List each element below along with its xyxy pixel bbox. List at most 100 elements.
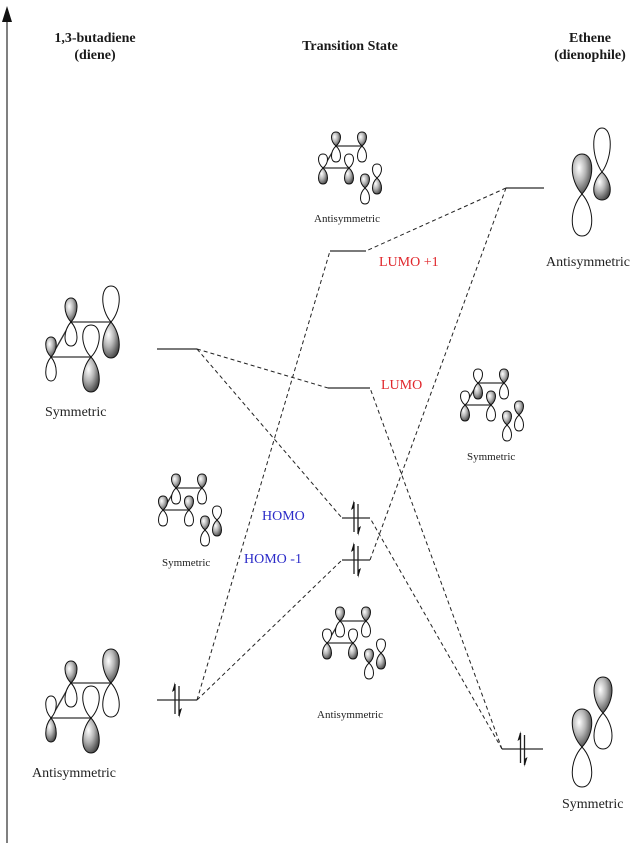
ts-header: Transition State xyxy=(290,38,410,55)
spin-down-arrowhead-icon xyxy=(358,526,361,536)
shaded-lobe xyxy=(318,167,328,185)
open-lobe xyxy=(571,193,593,237)
correlation-line-ethene-upper-to-lumo-plus-1 xyxy=(365,187,507,252)
open-lobe xyxy=(331,145,341,163)
open-lobe xyxy=(372,163,382,179)
open-lobe xyxy=(102,682,120,718)
shaded-lobe xyxy=(571,708,593,748)
ethene-lower-orbital-picture xyxy=(571,676,613,788)
ts-header-name: Transition State xyxy=(302,39,398,54)
diene-header-name: 1,3-butadiene xyxy=(54,31,136,46)
open-lobe xyxy=(184,509,194,527)
open-lobe xyxy=(357,145,367,163)
open-lobe xyxy=(82,324,100,358)
shaded-lobe xyxy=(593,676,613,714)
diene-lower-orbital-picture xyxy=(45,648,120,754)
open-lobe xyxy=(212,505,222,521)
lumo-plus-1-orbital-picture xyxy=(318,131,382,205)
shaded-lobe xyxy=(102,321,120,359)
diene-lower-electron-pair-icon xyxy=(172,682,182,718)
homo-minus-1-label: HOMO -1 xyxy=(244,552,302,567)
lumo-label: LUMO xyxy=(381,378,423,393)
ethene-upper-symmetry-label: Antisymmetric xyxy=(546,255,630,270)
shaded-lobe xyxy=(212,519,222,537)
ethene-upper-orbital-picture xyxy=(571,127,611,237)
shaded-lobe xyxy=(499,368,509,384)
diene-lower-symmetry-label: Antisymmetric xyxy=(32,766,116,781)
open-lobe xyxy=(197,487,207,505)
shaded-lobe xyxy=(571,153,593,195)
open-lobe xyxy=(514,414,524,432)
shaded-lobe xyxy=(82,356,100,393)
shaded-lobe xyxy=(322,642,332,660)
open-lobe xyxy=(318,153,328,169)
shaded-lobe xyxy=(502,410,512,426)
open-lobe xyxy=(376,638,386,654)
diene-upper-orbital-picture xyxy=(45,285,120,393)
spin-up-arrowhead-icon xyxy=(517,731,521,741)
spin-up-arrowhead-icon xyxy=(172,682,175,692)
open-lobe xyxy=(344,153,354,169)
shaded-lobe xyxy=(45,336,57,358)
homo-minus-1-orbital-picture xyxy=(322,606,386,680)
open-lobe xyxy=(364,662,374,680)
spin-up-arrowhead-icon xyxy=(351,542,354,552)
shaded-lobe xyxy=(184,495,194,511)
open-lobe xyxy=(499,382,509,400)
shaded-lobe xyxy=(45,717,57,743)
open-lobe xyxy=(360,187,370,205)
homo-label: HOMO xyxy=(262,509,305,524)
open-lobe xyxy=(593,127,611,173)
open-lobe xyxy=(200,529,210,547)
shaded-lobe xyxy=(344,167,354,185)
lumo-plus-1-symmetry-label: Antisymmetric xyxy=(314,213,380,225)
open-lobe xyxy=(335,620,345,638)
open-lobe xyxy=(322,628,332,644)
correlation-line-ethene-lower-to-lumo xyxy=(369,387,503,750)
open-lobe xyxy=(64,682,78,708)
open-lobe xyxy=(486,404,496,422)
diene-header-role: (diene) xyxy=(74,48,116,63)
open-lobe xyxy=(502,424,512,442)
dienophile-header: Ethene (dienophile) xyxy=(540,30,640,64)
correlation-line-diene-upper-to-lumo xyxy=(196,348,329,389)
shaded-lobe xyxy=(158,495,168,511)
open-lobe xyxy=(45,695,57,719)
lumo-symmetry-label: Symmetric xyxy=(467,451,516,463)
homo-orbital-picture xyxy=(158,473,222,547)
dienophile-header-role: (dienophile) xyxy=(554,48,626,63)
diene-upper-symmetry-label: Symmetric xyxy=(45,405,107,420)
spin-down-arrowhead-icon xyxy=(179,708,182,718)
ethene-lower-symmetry-label: Symmetric xyxy=(562,797,624,812)
correlation-line-diene-upper-to-homo xyxy=(196,348,343,519)
correlation-line-ethene-upper-to-homo-minus-1 xyxy=(369,187,507,561)
homo-minus-1-electron-pair-icon xyxy=(351,542,361,578)
shaded-lobe xyxy=(376,652,386,670)
shaded-lobe xyxy=(360,173,370,189)
shaded-lobe xyxy=(64,660,78,684)
correlation-line-diene-lower-to-homo-minus-1 xyxy=(196,559,343,701)
spin-up-arrowhead-icon xyxy=(351,500,354,510)
open-lobe xyxy=(593,712,613,750)
shaded-lobe xyxy=(460,404,470,422)
open-lobe xyxy=(348,628,358,644)
shaded-lobe xyxy=(171,473,181,489)
open-lobe xyxy=(102,285,120,323)
shaded-lobe xyxy=(64,297,78,323)
open-lobe xyxy=(473,368,483,384)
shaded-lobe xyxy=(357,131,367,147)
shaded-lobe xyxy=(348,642,358,660)
shaded-lobe xyxy=(102,648,120,684)
spin-down-arrowhead-icon xyxy=(358,568,361,578)
open-lobe xyxy=(64,321,78,347)
shaded-lobe xyxy=(486,390,496,406)
open-lobe xyxy=(45,356,57,382)
shaded-lobe xyxy=(593,171,611,201)
shaded-lobe xyxy=(335,606,345,622)
energy-axis-arrowhead xyxy=(2,6,12,22)
shaded-lobe xyxy=(473,382,483,400)
homo-symmetry-label: Symmetric xyxy=(162,557,211,569)
diene-header: 1,3-butadiene (diene) xyxy=(40,30,150,64)
open-lobe xyxy=(171,487,181,505)
